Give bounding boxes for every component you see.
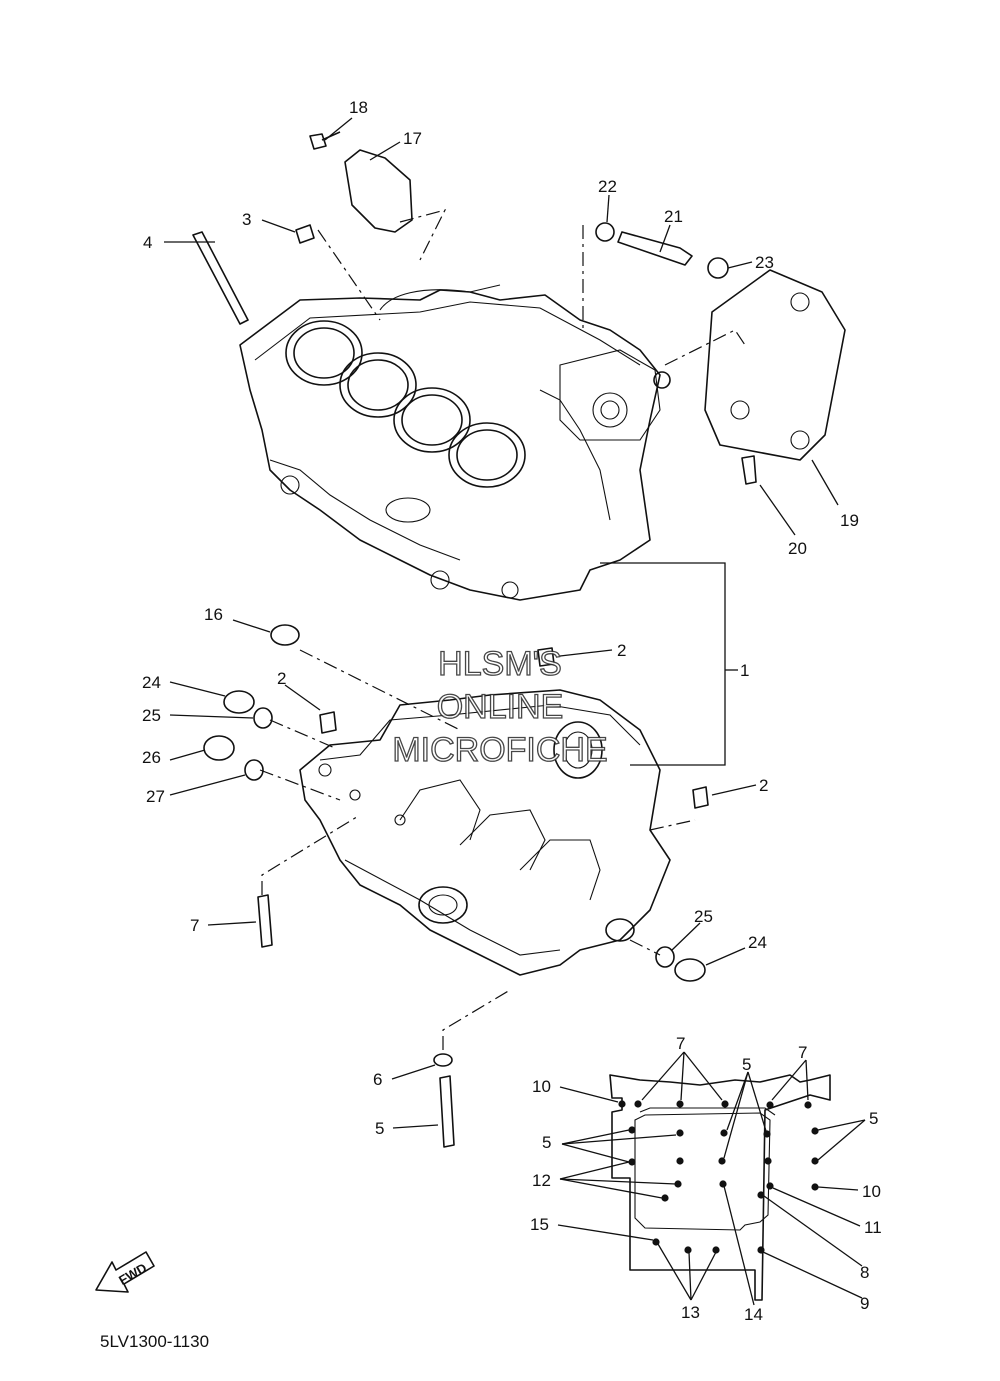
small-parts: [192, 131, 846, 1148]
callout-22: 22: [598, 177, 617, 196]
watermark-line-1: HLSM'S: [438, 645, 562, 683]
pattern-label-7-left: 7: [676, 1034, 685, 1053]
fwd-arrow-icon: [95, 1251, 155, 1293]
callout-2-top: 2: [617, 641, 626, 660]
pattern-label-5-top: 5: [742, 1055, 751, 1074]
callout-7: 7: [190, 916, 199, 935]
pattern-label-11: 11: [864, 1218, 882, 1237]
watermark-line-2: ONLINE: [437, 688, 564, 726]
watermark-line-3: MICROFICHE: [392, 731, 607, 769]
bolt-pattern-diagram: 7 7 5 10 5 5 12 10 15 11 8 9 13 14: [530, 1034, 882, 1324]
pattern-label-9: 9: [860, 1294, 869, 1313]
callout-labels: 18 17 3 4 22 21 23 19 20 16 2 1 2 24 25 …: [142, 98, 859, 1138]
pattern-label-10-left: 10: [532, 1077, 551, 1096]
pattern-label-5-right: 5: [869, 1109, 878, 1128]
callout-20: 20: [788, 539, 807, 558]
bolt-pattern-labels: 7 7 5 10 5 5 12 10 15 11 8 9 13 14: [530, 1034, 882, 1324]
callout-24-right: 24: [748, 933, 767, 952]
pattern-label-13: 13: [681, 1303, 700, 1322]
callout-5: 5: [375, 1119, 384, 1138]
callout-21: 21: [664, 207, 683, 226]
fwd-arrow: FWD: [95, 1251, 155, 1293]
callout-4: 4: [143, 233, 152, 252]
callout-3: 3: [242, 210, 251, 229]
callout-25-right: 25: [694, 907, 713, 926]
pattern-label-14: 14: [744, 1305, 763, 1324]
callout-6: 6: [373, 1070, 382, 1089]
pattern-label-7-right: 7: [798, 1043, 807, 1062]
leader-lines: [164, 117, 839, 1129]
pattern-label-10-right: 10: [862, 1182, 881, 1201]
fwd-label: FWD: [116, 1260, 149, 1288]
callout-2-right: 2: [759, 776, 768, 795]
callout-25-left: 25: [142, 706, 161, 725]
callout-27: 27: [146, 787, 165, 806]
callout-18: 18: [349, 98, 368, 117]
pattern-label-15: 15: [530, 1215, 549, 1234]
pattern-label-12: 12: [532, 1171, 551, 1190]
callout-1: 1: [740, 661, 749, 680]
callout-17: 17: [403, 129, 422, 148]
callout-24-left: 24: [142, 673, 161, 692]
callout-2-left: 2: [277, 669, 286, 688]
watermark: HLSM'S ONLINE MICROFICHE: [392, 644, 609, 769]
callout-1-bracket: [600, 562, 726, 766]
lower-crankcase: [299, 689, 671, 976]
bolt-pattern-leaders: [557, 1051, 866, 1306]
pattern-label-5-left: 5: [542, 1133, 551, 1152]
callout-26: 26: [142, 748, 161, 767]
callout-19: 19: [840, 511, 859, 530]
upper-crankcase: [239, 284, 671, 601]
callout-23: 23: [755, 253, 774, 272]
pattern-label-8: 8: [860, 1263, 869, 1282]
diagram-code: 5LV1300-1130: [100, 1332, 209, 1351]
callout-16: 16: [204, 605, 223, 624]
assembly-lines: [259, 209, 746, 1050]
